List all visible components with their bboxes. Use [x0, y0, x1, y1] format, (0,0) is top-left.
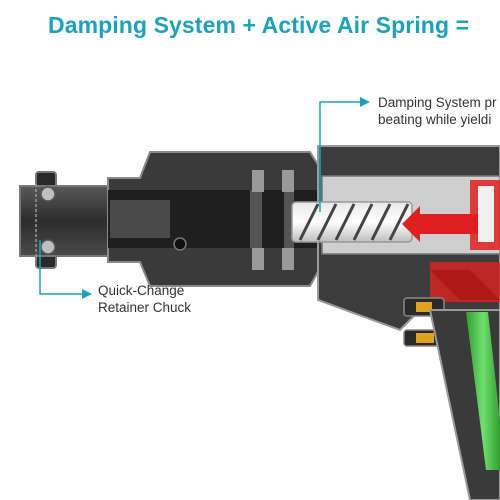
damping-piston: [291, 201, 413, 243]
damping-callout-line-2: beating while yieldi: [378, 112, 492, 127]
damping-system-callout: Damping System pr beating while yieldi: [378, 94, 497, 128]
quick-change-chuck-callout: Quick-Change Retainer Chuck: [98, 282, 191, 316]
retainer-chuck: [19, 171, 111, 269]
chuck-callout-line-2: Retainer Chuck: [98, 300, 192, 315]
air-flow-arrow: [402, 180, 500, 302]
pistol-grip-handle: [428, 309, 500, 500]
damping-callout-line-1: Damping System pr: [378, 95, 497, 110]
callout-leader-chuck: [39, 240, 92, 299]
chuck-callout-line-1: Quick-Change: [98, 283, 185, 298]
callout-leader-damping: [319, 97, 370, 212]
headline: Damping System + Active Air Spring =: [48, 12, 470, 38]
front-barrel: [107, 151, 321, 287]
